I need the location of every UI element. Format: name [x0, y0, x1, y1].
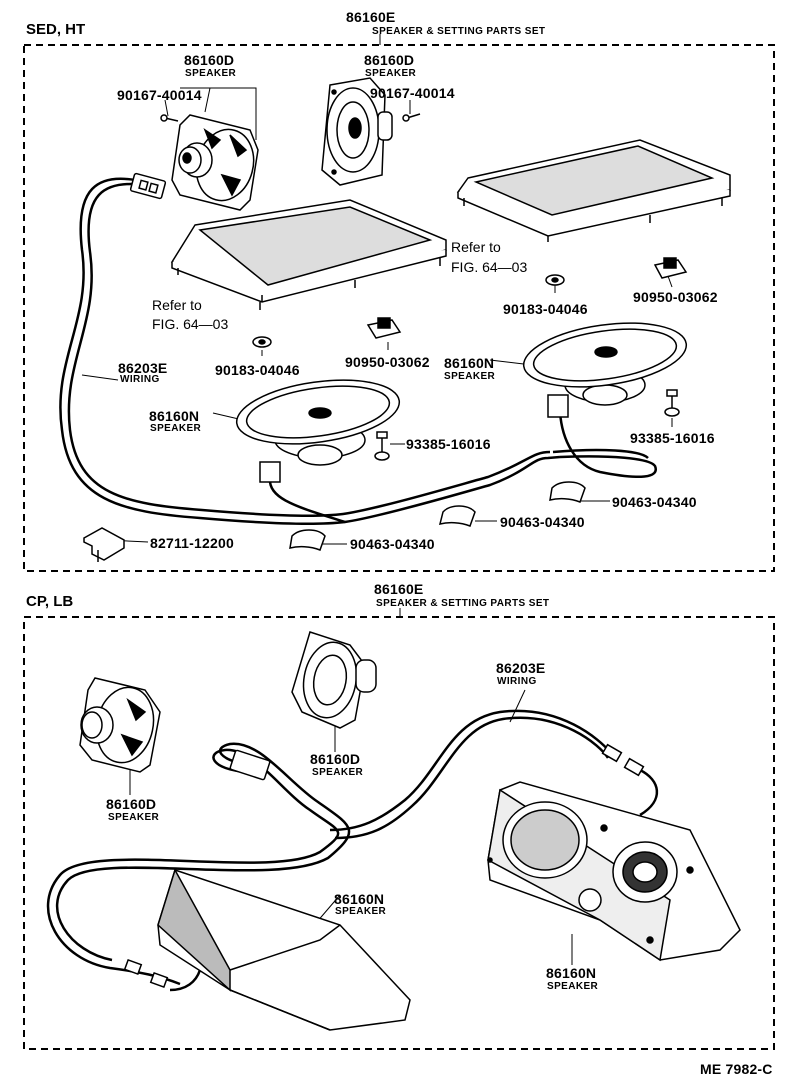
part-86160n-label-1: 86160N — [149, 408, 200, 424]
cp-lb-set-boundary — [23, 616, 775, 1050]
oval-speaker-86160n-left — [235, 379, 401, 466]
set-number-top: 86160E — [346, 9, 396, 25]
part-86203e-name: WIRING — [120, 374, 160, 385]
clamp-90463-right — [549, 481, 586, 503]
sed-ht-set-boundary — [23, 44, 775, 572]
speaker-86160d-top-right — [321, 77, 393, 186]
wiring-connector-bottom-right — [601, 743, 623, 763]
part-86160n-name-1: SPEAKER — [150, 423, 202, 434]
clip-90950-left — [366, 317, 402, 339]
part-82711-label: 82711-12200 — [150, 535, 234, 551]
clamp-90463-middle — [438, 505, 476, 527]
wiring-connector-mid — [259, 461, 281, 483]
wiring-connector-top — [129, 172, 167, 200]
part-90463-label-3: 90463-04340 — [350, 536, 435, 552]
bracket-82711 — [83, 527, 125, 562]
part-93385-label-2: 93385-16016 — [630, 430, 715, 446]
part-86160d-label-bottom-left: 86160D — [106, 796, 157, 812]
clip-90950-right — [653, 257, 688, 279]
washer-90183-right — [545, 274, 565, 286]
part-86160d-name-2: SPEAKER — [365, 68, 417, 79]
reference-left-line2: FIG. 64—03 — [152, 316, 229, 332]
part-86160d-name-1: SPEAKER — [185, 68, 237, 79]
wiring-connector-bottom-plug-1 — [123, 958, 143, 976]
part-86160d-label-2: 86160D — [364, 52, 415, 68]
part-90167-label-2: 90167-40014 — [370, 85, 455, 101]
set-number-bottom: 86160E — [374, 581, 424, 597]
part-86160d-label-bottom-middle: 86160D — [310, 751, 361, 767]
speaker-86160d-bottom-middle — [291, 631, 377, 729]
speaker-cover-right — [456, 139, 731, 242]
speaker-86160d-bottom-left — [79, 677, 161, 773]
washer-90183-left — [252, 336, 272, 348]
part-86203e-label: 86203E — [118, 360, 168, 376]
reference-right-line2: FIG. 64—03 — [451, 259, 528, 275]
part-86160d-name-bottom-middle: SPEAKER — [312, 767, 364, 778]
part-86160n-name-2: SPEAKER — [444, 371, 496, 382]
wiring-connector-bottom-plug-2 — [149, 971, 169, 989]
part-86203e-label-bottom: 86203E — [496, 660, 546, 676]
clamp-90463-left — [289, 529, 326, 551]
speaker-86160d-top-left — [171, 114, 259, 211]
part-90183-label-1: 90183-04046 — [215, 362, 300, 378]
part-90950-label-1: 90950-03062 — [345, 354, 430, 370]
reference-left-line1: Refer to — [152, 297, 202, 313]
part-86160n-label-2: 86160N — [444, 355, 495, 371]
part-90183-label-2: 90183-04046 — [503, 301, 588, 317]
part-86160d-label-1: 86160D — [184, 52, 235, 68]
part-93385-label-1: 93385-16016 — [406, 436, 491, 452]
part-90167-label-1: 90167-40014 — [117, 87, 202, 103]
oval-speaker-86160n-right — [522, 322, 688, 406]
section-variant-sed-ht: SED, HT — [26, 21, 86, 38]
part-90950-label-2: 90950-03062 — [633, 289, 718, 305]
speaker-housing-86160n-left — [157, 868, 411, 1031]
wiring-connector-right — [547, 394, 569, 418]
bolt-93385-left — [374, 431, 390, 461]
part-86160n-label-bottom-left: 86160N — [334, 891, 385, 907]
wiring-connector-bottom-right-2 — [623, 757, 645, 777]
reference-right-line1: Refer to — [451, 239, 501, 255]
bolt-93385-right — [664, 389, 680, 417]
set-name-bottom: SPEAKER & SETTING PARTS SET — [376, 598, 550, 609]
section-variant-cp-lb: CP, LB — [26, 593, 74, 610]
part-86160n-name-bottom-left: SPEAKER — [335, 906, 387, 917]
wiring-connector-bottom-left — [229, 749, 271, 781]
speaker-cover-left — [170, 199, 447, 310]
part-90463-label-1: 90463-04340 — [612, 494, 697, 510]
screw-90167-right — [402, 113, 421, 122]
part-86160d-name-bottom-left: SPEAKER — [108, 812, 160, 823]
part-86203e-name-bottom: WIRING — [497, 676, 537, 687]
part-86160n-label-bottom-right: 86160N — [546, 965, 597, 981]
figure-code: ME 7982-C — [700, 1061, 773, 1077]
speaker-housing-86160n-right — [487, 781, 741, 962]
part-90463-label-2: 90463-04340 — [500, 514, 585, 530]
screw-90167-left — [160, 114, 179, 122]
part-86160n-name-bottom-right: SPEAKER — [547, 981, 599, 992]
set-name-top: SPEAKER & SETTING PARTS SET — [372, 26, 546, 37]
